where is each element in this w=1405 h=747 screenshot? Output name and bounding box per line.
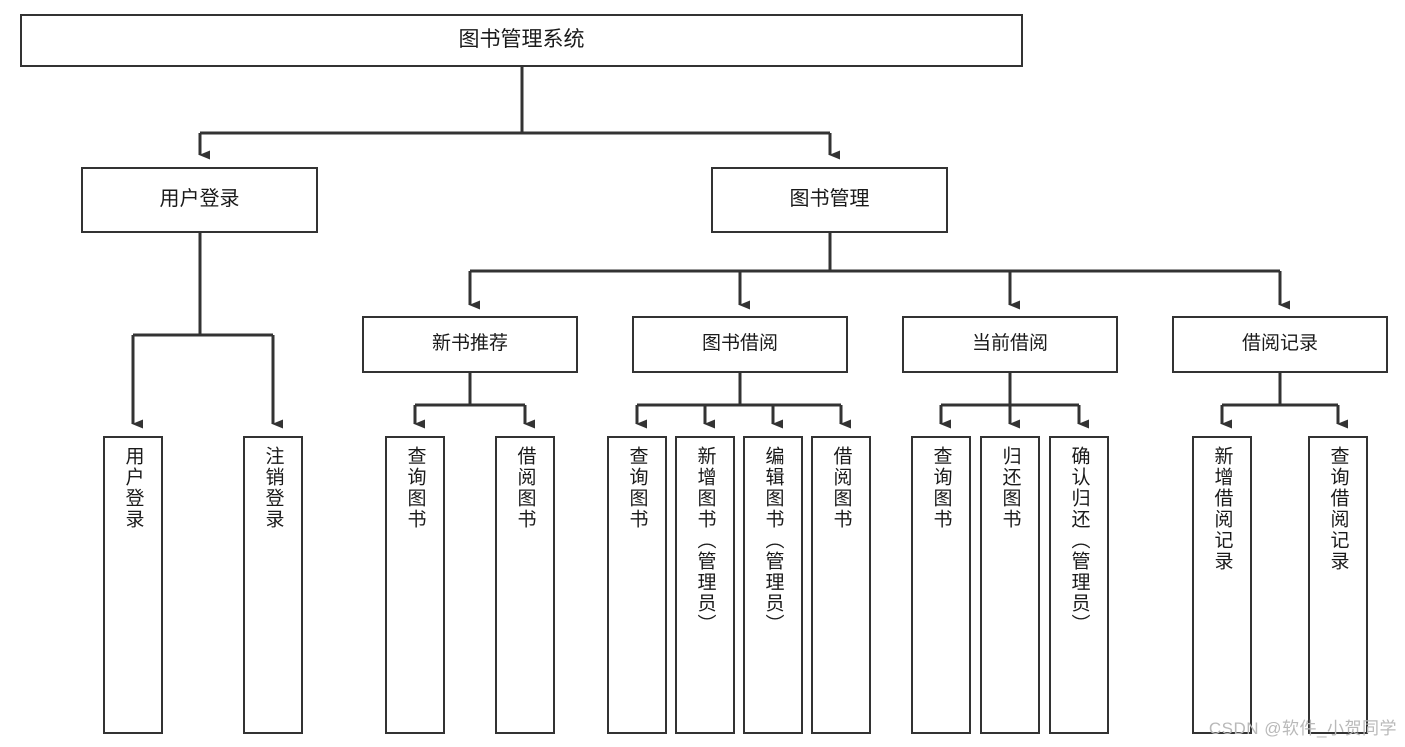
leaf-book-borrow-add[interactable]: 新增图书（管理员） [675, 436, 735, 734]
leaf-book-borrow-edit-label: 编辑图书（管理员） [762, 446, 784, 635]
leaf-current-borrow-query-label: 查询图书 [930, 446, 952, 530]
leaf-new-book-borrow-label: 借阅图书 [514, 446, 536, 530]
node-book-borrow-label: 图书借阅 [701, 333, 778, 355]
node-new-book-recommend-label: 新书推荐 [431, 333, 508, 355]
leaf-book-borrow-add-label: 新增图书（管理员） [694, 446, 716, 635]
leaf-user-login-signout-label: 注销登录 [262, 446, 284, 530]
leaf-borrow-record-query[interactable]: 查询借阅记录 [1308, 436, 1368, 734]
node-root-label: 图书管理系统 [458, 28, 585, 52]
node-root-system[interactable]: 图书管理系统 [20, 14, 1023, 67]
leaf-borrow-record-query-label: 查询借阅记录 [1327, 446, 1349, 572]
leaf-user-login-signin[interactable]: 用户登录 [103, 436, 163, 734]
leaf-new-book-query-label: 查询图书 [404, 446, 426, 530]
watermark-text: CSDN @软件_小贺同学 [1208, 719, 1397, 738]
node-new-book-recommend[interactable]: 新书推荐 [362, 316, 578, 373]
node-borrow-record-label: 借阅记录 [1241, 333, 1318, 355]
leaf-current-borrow-confirm[interactable]: 确认归还（管理员） [1049, 436, 1109, 734]
leaf-book-borrow-query-label: 查询图书 [626, 446, 648, 530]
node-book-borrow[interactable]: 图书借阅 [632, 316, 848, 373]
leaf-current-borrow-return[interactable]: 归还图书 [980, 436, 1040, 734]
leaf-current-borrow-query[interactable]: 查询图书 [911, 436, 971, 734]
leaf-borrow-record-add[interactable]: 新增借阅记录 [1192, 436, 1252, 734]
node-user-login[interactable]: 用户登录 [81, 167, 318, 233]
leaf-new-book-borrow[interactable]: 借阅图书 [495, 436, 555, 734]
leaf-new-book-query[interactable]: 查询图书 [385, 436, 445, 734]
leaf-user-login-signin-label: 用户登录 [122, 446, 144, 530]
leaf-book-borrow-lend[interactable]: 借阅图书 [811, 436, 871, 734]
node-book-manage[interactable]: 图书管理 [711, 167, 948, 233]
leaf-current-borrow-confirm-label: 确认归还（管理员） [1068, 446, 1090, 635]
leaf-user-login-signout[interactable]: 注销登录 [243, 436, 303, 734]
node-current-borrow[interactable]: 当前借阅 [902, 316, 1118, 373]
leaf-borrow-record-add-label: 新增借阅记录 [1211, 446, 1233, 572]
node-book-manage-label: 图书管理 [789, 188, 870, 211]
leaf-book-borrow-query[interactable]: 查询图书 [607, 436, 667, 734]
leaf-current-borrow-return-label: 归还图书 [999, 446, 1021, 530]
node-borrow-record[interactable]: 借阅记录 [1172, 316, 1388, 373]
leaf-book-borrow-lend-label: 借阅图书 [830, 446, 852, 530]
leaf-book-borrow-edit[interactable]: 编辑图书（管理员） [743, 436, 803, 734]
node-current-borrow-label: 当前借阅 [971, 333, 1048, 355]
node-user-login-label: 用户登录 [159, 188, 240, 211]
